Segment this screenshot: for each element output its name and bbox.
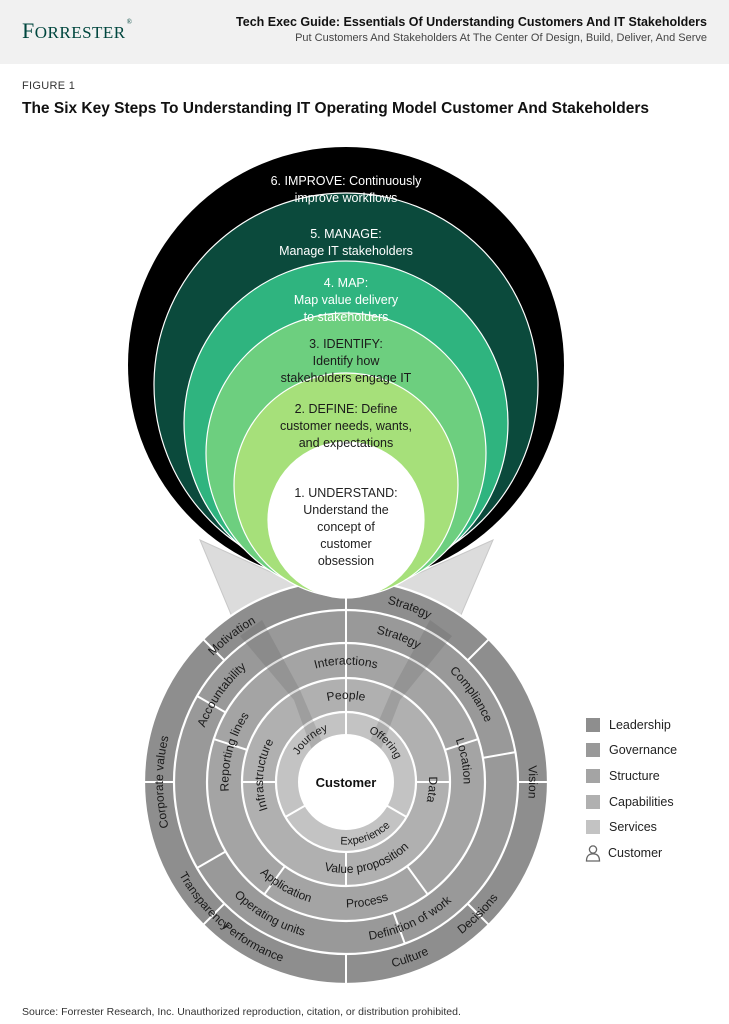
operating-model-wheel: CustomerOfferingExperienceJourneyPeopleD… (142, 578, 550, 986)
ring-divider (466, 902, 490, 926)
legend-swatch (586, 743, 600, 758)
ring-label: People (325, 688, 366, 704)
report-title: Tech Exec Guide: Essentials Of Understan… (236, 15, 707, 29)
ring-divider (263, 865, 286, 896)
step-circle-1 (267, 441, 425, 599)
ring-label: Vision (525, 765, 540, 799)
ring-divider (196, 850, 227, 869)
ring-divider (444, 738, 479, 751)
legend-item-structure: Structure (586, 763, 726, 789)
ring-divider (196, 695, 227, 714)
legend-swatch (586, 717, 600, 732)
legend-item-customer: Customer (585, 840, 726, 866)
legend-swatch (586, 794, 600, 809)
ring-divider (202, 638, 226, 662)
legend-label: Customer (608, 845, 663, 860)
legend-label: Services (609, 820, 657, 835)
figure-label: FIGURE 1 (22, 80, 76, 92)
legend-item-leadership: Leadership (586, 712, 726, 738)
ring-divider (213, 738, 248, 751)
ring-label: Data (424, 776, 440, 804)
person-icon (585, 845, 601, 862)
ring-divider (482, 751, 516, 759)
page-header: FORRESTER® Tech Exec Guide: Essentials O… (0, 0, 729, 64)
legend-item-governance: Governance (586, 738, 726, 764)
forrester-logo: FORRESTER® (22, 18, 133, 43)
ring-label: Corporate values (152, 734, 172, 830)
legend-label: Structure (609, 768, 660, 783)
legend-swatch (586, 768, 600, 783)
legend-label: Leadership (609, 717, 671, 732)
ring-divider (284, 804, 306, 818)
ring-divider (466, 638, 490, 662)
legend-label: Governance (609, 743, 678, 758)
cone-overlay (240, 620, 452, 778)
legend-label: Capabilities (609, 794, 674, 809)
wheel-center (298, 734, 394, 830)
legend-item-services: Services (586, 814, 726, 840)
report-subtitle: Put Customers And Stakeholders At The Ce… (295, 32, 707, 44)
ring-divider (386, 804, 408, 818)
legend-swatch (586, 820, 600, 835)
step-5-label: 5. MANAGE:Manage IT stakeholders (279, 227, 413, 258)
ring-divider (202, 902, 226, 926)
ring-label: Interactions (313, 653, 380, 671)
legend-item-capabilities: Capabilities (586, 789, 726, 815)
stakeholder-diagram: CustomerOfferingExperienceJourneyPeopleD… (128, 147, 564, 986)
ring-divider (392, 912, 406, 944)
figure-title: The Six Key Steps To Understanding IT Op… (22, 100, 649, 117)
ring-divider (406, 865, 429, 896)
source-note: Source: Forrester Research, Inc. Unautho… (22, 1006, 461, 1018)
center-label: Customer (316, 775, 377, 790)
